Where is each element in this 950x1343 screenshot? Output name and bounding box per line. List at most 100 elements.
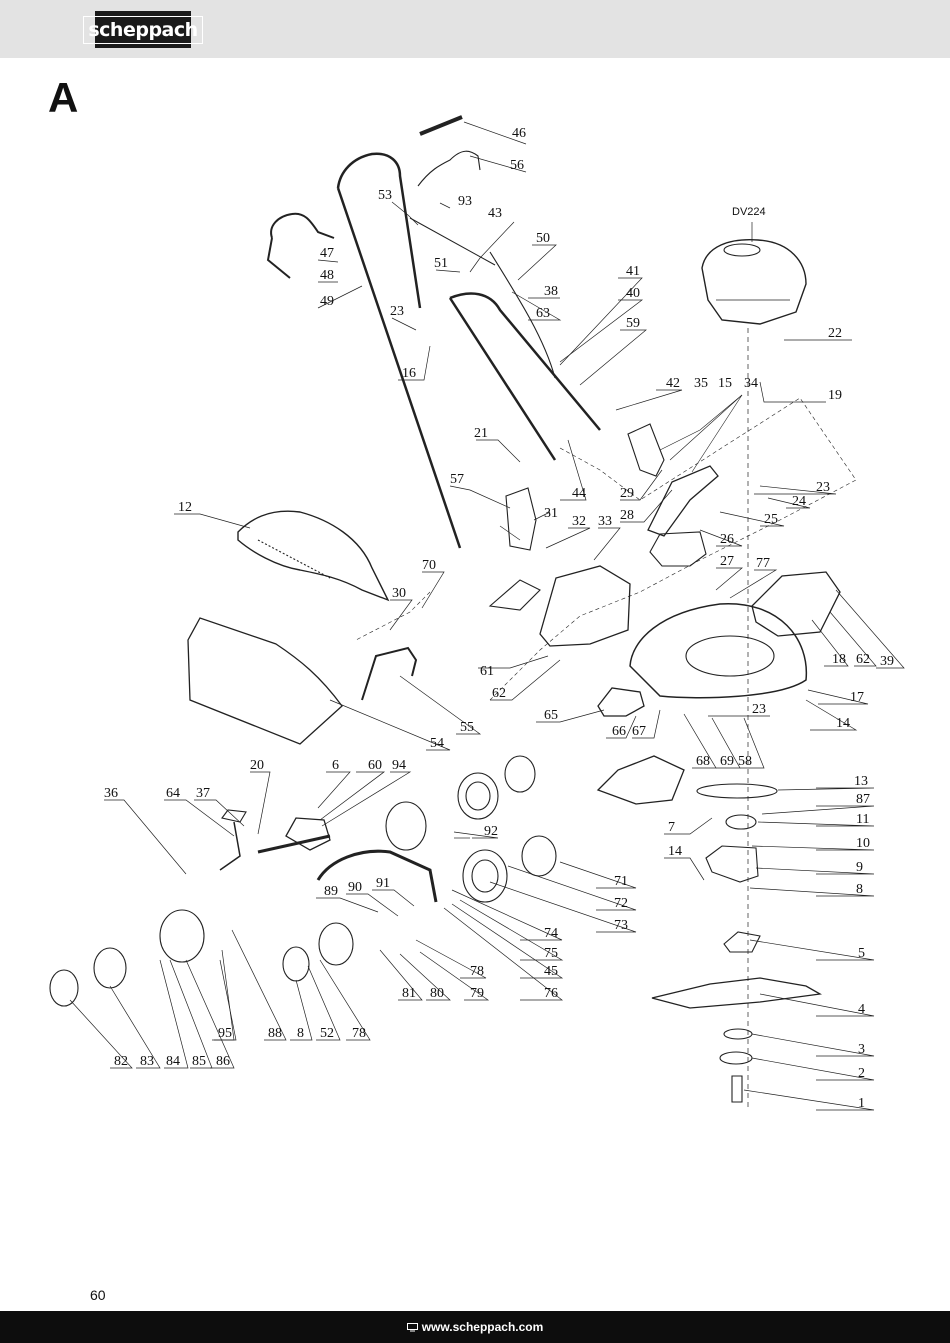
part-number-label: 60: [368, 758, 382, 773]
part-number-label: 9: [856, 860, 863, 875]
part-number-label: 37: [196, 786, 210, 801]
part-number-label: 10: [856, 836, 870, 851]
part-number-label: 63: [536, 306, 550, 321]
section-letter: A: [48, 74, 79, 121]
part-number-label: 13: [854, 774, 868, 789]
part-number-label: 42: [666, 376, 680, 391]
part-number-label: 3: [858, 1042, 865, 1057]
part-number-label: 33: [598, 514, 612, 529]
part-number-label: 94: [392, 758, 406, 773]
part-number-label: 23: [752, 702, 766, 717]
part-number-label: 40: [626, 286, 640, 301]
part-number-label: 57: [450, 472, 464, 487]
part-number-label: 53: [378, 188, 392, 203]
part-number-label: 66: [612, 724, 626, 739]
part-number-label: 18: [832, 652, 846, 667]
part-number-label: 65: [544, 708, 558, 723]
part-number-label: 23: [816, 480, 830, 495]
part-number-label: 62: [856, 652, 870, 667]
part-number-label: 17: [850, 690, 864, 705]
part-number-label: 47: [320, 246, 334, 261]
part-number-label: 58: [738, 754, 752, 769]
part-number-label: 44: [572, 486, 586, 501]
part-number-label: 76: [544, 986, 558, 1001]
part-number-label: 32: [572, 514, 586, 529]
part-number-label: 45: [544, 964, 558, 979]
part-number-label: 59: [626, 316, 640, 331]
part-number-label: 25: [764, 512, 778, 527]
part-number-label: 29: [620, 486, 634, 501]
part-number-label: 43: [488, 206, 502, 221]
footer-url[interactable]: www.scheppach.com: [406, 1320, 544, 1334]
part-number-label: 27: [720, 554, 734, 569]
brand-logo-text: scheppach: [83, 15, 203, 44]
part-number-label: 31: [544, 506, 558, 521]
part-number-label: 81: [402, 986, 416, 1001]
part-number-label: 4: [858, 1002, 865, 1017]
footer-url-text: www.scheppach.com: [421, 1320, 544, 1334]
part-number-label: 28: [620, 508, 634, 523]
part-number-label: 92: [484, 824, 498, 839]
part-number-label: 12: [178, 500, 192, 515]
part-number-label: 56: [510, 158, 524, 173]
part-number-label: 88: [268, 1026, 282, 1041]
part-number-label: 26: [720, 532, 734, 547]
part-number-label: 71: [614, 874, 628, 889]
part-labels: 1234567889101112131414151617181920212223…: [69, 121, 905, 1111]
part-number-label: 14: [836, 716, 850, 731]
part-number-label: 34: [744, 376, 758, 391]
part-number-label: 19: [828, 388, 842, 403]
part-number-label: 8: [297, 1026, 304, 1041]
part-number-label: 61: [480, 664, 494, 679]
part-number-label: 73: [614, 918, 628, 933]
part-number-label: 78: [352, 1026, 366, 1041]
part-number-label: 5: [858, 946, 865, 961]
part-number-label: 15: [718, 376, 732, 391]
part-number-label: 93: [458, 194, 472, 209]
page-number: 60: [90, 1287, 106, 1303]
part-number-label: 50: [536, 231, 550, 246]
part-number-label: 11: [856, 812, 869, 827]
part-number-label: 39: [880, 654, 894, 669]
part-number-label: 72: [614, 896, 628, 911]
part-number-label: 84: [166, 1054, 180, 1069]
part-number-label: 14: [668, 844, 682, 859]
part-number-label: 83: [140, 1054, 154, 1069]
parts-drawing: [49, 115, 857, 1108]
part-number-label: 80: [430, 986, 444, 1001]
part-number-label: 82: [114, 1054, 128, 1069]
footer-band: www.scheppach.com: [0, 1311, 950, 1343]
part-number-label: 46: [512, 126, 526, 141]
part-number-label: 6: [332, 758, 339, 773]
part-number-label: 77: [756, 556, 770, 571]
part-number-label: 79: [470, 986, 484, 1001]
part-number-label: 16: [402, 366, 416, 381]
part-number-label: 41: [626, 264, 640, 279]
part-number-label: 48: [320, 268, 334, 283]
part-number-label: 90: [348, 880, 362, 895]
engine-code-label: DV224: [732, 206, 766, 218]
part-number-label: 1: [858, 1096, 865, 1111]
part-number-label: 78: [470, 964, 484, 979]
part-number-label: 69: [720, 754, 734, 769]
part-number-label: 89: [324, 884, 338, 899]
monitor-icon: [406, 1322, 418, 1331]
brand-logo: scheppach: [83, 11, 203, 48]
part-number-label: 62: [492, 686, 506, 701]
part-number-label: 38: [544, 284, 558, 299]
part-number-label: 49: [320, 294, 334, 309]
part-number-label: 86: [216, 1054, 230, 1069]
part-number-label: 87: [856, 792, 870, 807]
part-number-label: 20: [250, 758, 264, 773]
part-number-label: 22: [828, 326, 842, 341]
part-number-label: 91: [376, 876, 390, 891]
part-number-label: 2: [858, 1066, 865, 1081]
part-number-label: 70: [422, 558, 436, 573]
part-number-label: 54: [430, 736, 444, 751]
part-number-label: 55: [460, 720, 474, 735]
part-number-label: 7: [668, 820, 675, 835]
part-number-label: 8: [856, 882, 863, 897]
part-number-label: 67: [632, 724, 646, 739]
part-number-label: 75: [544, 946, 558, 961]
part-number-label: 30: [392, 586, 406, 601]
